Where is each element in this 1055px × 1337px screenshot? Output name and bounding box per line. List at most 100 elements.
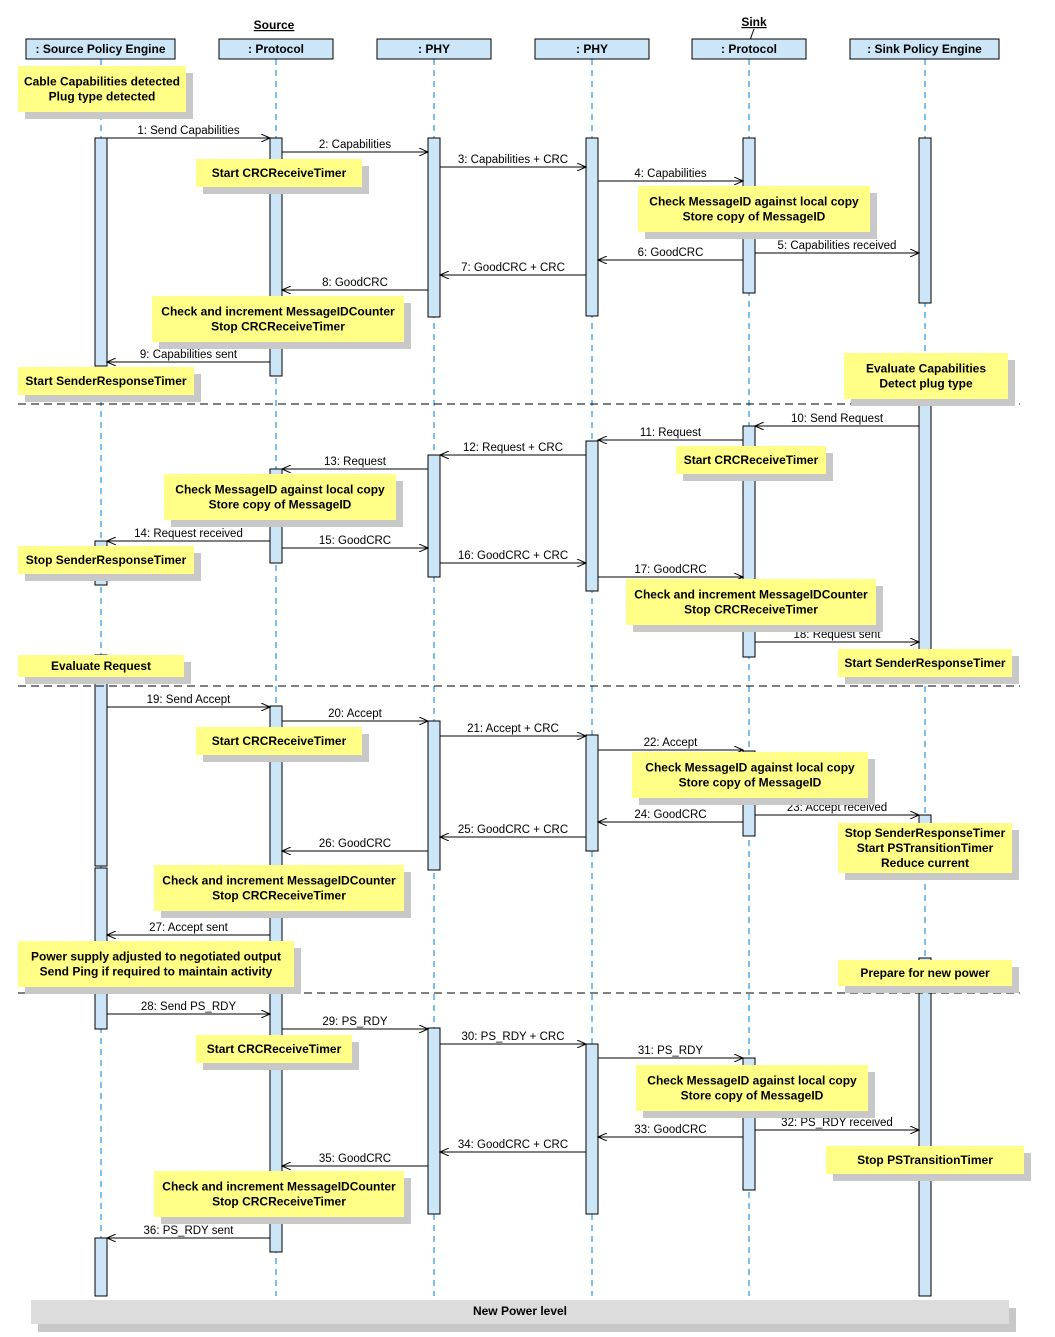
- message: 14: Request received: [107, 528, 270, 541]
- note-text: Store copy of MessageID: [681, 1089, 824, 1103]
- note-box: [154, 865, 404, 911]
- note-text: Evaluate Capabilities: [866, 362, 986, 376]
- message-label: 22: Accept: [644, 737, 699, 749]
- note-text: Start PSTransitionTimer: [857, 841, 994, 855]
- activation-bar: [94, 654, 108, 867]
- note-text: Store copy of MessageID: [679, 776, 822, 790]
- message: 6: GoodCRC: [598, 247, 743, 260]
- note: Check and increment MessageIDCounterStop…: [154, 865, 411, 918]
- message-label: 1: Send Capabilities: [137, 125, 240, 137]
- message-label: 14: Request received: [134, 528, 243, 540]
- note-box: [826, 1146, 1024, 1174]
- note: Start CRCReceiveTimer: [676, 446, 833, 481]
- svg-text:: PHY: : PHY: [576, 42, 608, 56]
- message: 13: Request: [282, 456, 428, 469]
- activation-bar: [918, 397, 932, 679]
- message: 8: GoodCRC: [282, 277, 428, 290]
- activation-bar: [427, 1027, 441, 1215]
- note-text: Stop SenderResponseTimer: [26, 553, 187, 567]
- message-label: 24: GoodCRC: [634, 809, 706, 821]
- message-label: 34: GoodCRC + CRC: [458, 1139, 568, 1151]
- message-label: 9: Capabilities sent: [140, 349, 238, 361]
- note: Start CRCReceiveTimer: [196, 727, 369, 762]
- note-box: [838, 960, 1012, 986]
- message-label: 10: Send Request: [791, 413, 884, 425]
- svg-text:: Protocol: : Protocol: [248, 42, 304, 56]
- message-label: 4: Capabilities: [634, 168, 706, 180]
- note-box: [838, 823, 1012, 873]
- activation-bar: [427, 454, 441, 578]
- message-label: 28: Send PS_RDY: [141, 1001, 237, 1013]
- message-label: 5: Capabilities received: [778, 240, 897, 252]
- note-box: [154, 1171, 404, 1217]
- message: 26: GoodCRC: [282, 838, 428, 851]
- participant-sink-policy-engine: : Sink Policy Engine: [849, 38, 1000, 60]
- note-text: Evaluate Request: [51, 659, 151, 673]
- message: 28: Send PS_RDY: [107, 1001, 270, 1014]
- note-box: [18, 655, 184, 677]
- message-label: 3: Capabilities + CRC: [458, 154, 568, 166]
- message-label: 36: PS_RDY sent: [144, 1225, 235, 1237]
- note-text: Check and increment MessageIDCounter: [634, 588, 868, 602]
- group-label-source: Source: [254, 18, 295, 32]
- note: Check MessageID against local copyStore …: [164, 474, 403, 527]
- note-text: Check and increment MessageIDCounter: [162, 874, 396, 888]
- note-text: Stop SenderResponseTimer: [845, 826, 1006, 840]
- svg-text:: Protocol: : Protocol: [721, 42, 777, 56]
- note-box: [18, 367, 194, 395]
- activation-bar: [585, 1043, 599, 1215]
- note-text: Detect plug type: [879, 377, 973, 391]
- note-text: Stop CRCReceiveTimer: [684, 603, 818, 617]
- message: 31: PS_RDY: [598, 1045, 743, 1058]
- message: 34: GoodCRC + CRC: [440, 1139, 586, 1152]
- note: Start SenderResponseTimer: [18, 367, 201, 402]
- activation-bar: [94, 1237, 108, 1297]
- note-text: Check MessageID against local copy: [645, 761, 855, 775]
- note-box: [626, 579, 876, 625]
- message: 27: Accept sent: [107, 922, 270, 935]
- note-text: Store copy of MessageID: [683, 210, 826, 224]
- note-box: [196, 727, 362, 755]
- activation-bar: [585, 440, 599, 592]
- message-label: 11: Request: [640, 427, 702, 439]
- message: 20: Accept: [282, 708, 428, 721]
- message: 24: GoodCRC: [598, 809, 743, 822]
- participant-source-protocol: : Protocol: [218, 38, 334, 60]
- activation-bar: [918, 957, 932, 1297]
- message-label: 20: Accept: [328, 708, 383, 720]
- message-label: 30: PS_RDY + CRC: [461, 1031, 564, 1043]
- note-text: Send Ping if required to maintain activi…: [40, 965, 273, 979]
- note-box: [636, 1065, 868, 1111]
- svg-text:New Power level: New Power level: [473, 1304, 567, 1318]
- message-label: 25: GoodCRC + CRC: [458, 824, 568, 836]
- note-text: Start SenderResponseTimer: [25, 374, 186, 388]
- message-label: 26: GoodCRC: [319, 838, 391, 850]
- note: Prepare for new power: [838, 960, 1019, 993]
- note: Stop PSTransitionTimer: [826, 1146, 1031, 1181]
- note: Check MessageID against local copyStore …: [632, 752, 875, 805]
- note: Power supply adjusted to negotiated outp…: [18, 941, 301, 994]
- message-label: 19: Send Accept: [147, 694, 232, 706]
- sink-group-connector: [749, 28, 755, 41]
- message: 4: Capabilities: [598, 168, 743, 181]
- message: 17: GoodCRC: [598, 564, 743, 577]
- message: 21: Accept + CRC: [440, 723, 586, 736]
- note-text: Plug type detected: [49, 90, 156, 104]
- note: Check MessageID against local copyStore …: [636, 1065, 875, 1118]
- message: 32: PS_RDY received: [755, 1117, 919, 1130]
- svg-text:: Source Policy Engine: : Source Policy Engine: [35, 42, 165, 56]
- message-label: 33: GoodCRC: [634, 1124, 706, 1136]
- message-label: 8: GoodCRC: [322, 277, 388, 289]
- note-text: Stop CRCReceiveTimer: [212, 889, 346, 903]
- message-label: 15: GoodCRC: [319, 535, 391, 547]
- note-text: Start CRCReceiveTimer: [207, 1042, 342, 1056]
- note-box: [18, 66, 186, 112]
- message-label: 6: GoodCRC: [638, 247, 704, 259]
- message: 10: Send Request: [755, 413, 919, 426]
- message: 2: Capabilities: [282, 139, 428, 152]
- svg-text:: PHY: : PHY: [418, 42, 450, 56]
- note-text: Check and increment MessageIDCounter: [162, 1180, 396, 1194]
- group-label-sink: Sink: [741, 15, 767, 29]
